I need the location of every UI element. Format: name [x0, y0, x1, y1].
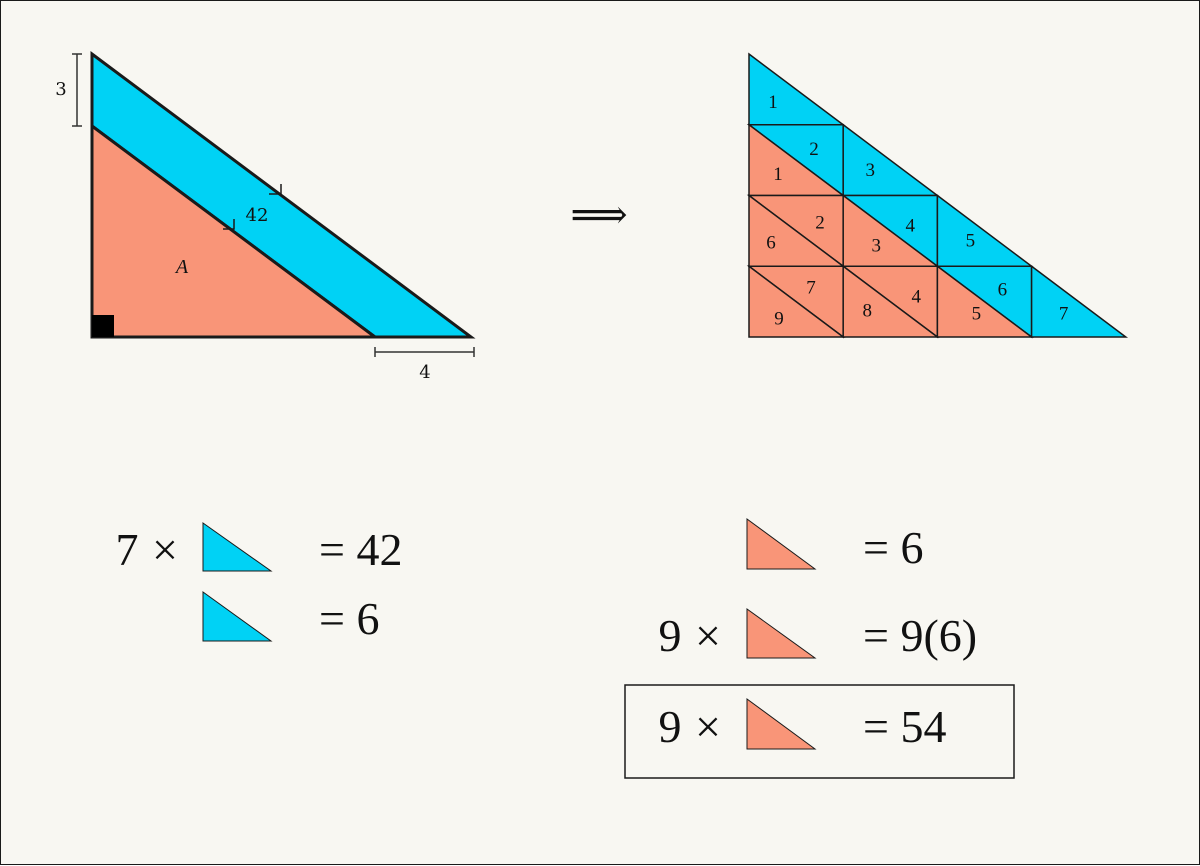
blue-eq2-rhs: = 6: [319, 593, 379, 644]
salmon-eq3-coefficient: 9: [659, 701, 682, 752]
salmon-eq2-times: ×: [695, 610, 721, 661]
strip-area-label: 42: [246, 205, 269, 226]
grid-blue-label-5: 5: [966, 231, 976, 252]
grid-blue-triangle-7: [1030, 264, 1129, 338]
salmon-eq3-rhs: = 54: [863, 701, 946, 752]
grid-blue-label-7: 7: [1059, 303, 1069, 324]
bottom-label-4: 4: [419, 362, 430, 383]
grid-salmon-label-3: 3: [871, 236, 881, 257]
grid-blue-label-6: 6: [998, 279, 1008, 300]
blue-eq2-triangle-icon: [202, 591, 273, 642]
dimension-3: [72, 53, 82, 127]
grid-salmon-triangle-5: [936, 264, 1034, 338]
parallel-mark-top: [269, 184, 282, 195]
grid-salmon-label-9: 9: [774, 308, 784, 329]
grid-salmon-label-5: 5: [972, 303, 982, 324]
grid-blue-triangle-1: [748, 52, 846, 126]
grid-salmon-label-4: 4: [911, 286, 921, 307]
grid-salmon-triangle-8: [842, 264, 940, 338]
grid-blue-label-3: 3: [865, 160, 875, 181]
salmon-eq2-coefficient: 9: [659, 610, 682, 661]
side-label-3: 3: [55, 79, 66, 100]
right-angle-marker: [92, 315, 114, 337]
salmon-triangle-a: [90, 123, 380, 339]
salmon-eq2-triangle-icon: [746, 608, 817, 659]
salmon-eq3-times: ×: [695, 701, 721, 752]
grid-triangles: [746, 52, 1129, 339]
grid-salmon-label-2: 2: [815, 213, 825, 234]
grid-blue-triangle-3: [842, 123, 940, 197]
salmon-equations: = 6 9 × = 9(6) 9 × = 54: [624, 518, 1015, 779]
dimension-4: [374, 347, 475, 357]
salmon-eq3-triangle-icon: [746, 698, 817, 750]
triangle-a-label: A: [174, 256, 189, 278]
left-figure: 3 4 42 A: [55, 51, 476, 383]
grid-blue-triangle-5: [936, 193, 1034, 267]
result-box: [624, 684, 1015, 779]
blue-eq1-triangle-icon: [202, 522, 273, 572]
blue-eq1-times: ×: [152, 524, 178, 575]
grid-blue-label-1: 1: [768, 92, 778, 113]
blue-eq1-coefficient: 7: [116, 524, 139, 575]
salmon-eq2-rhs: = 9(6): [863, 610, 977, 661]
grid-salmon-label-8: 8: [862, 300, 872, 321]
parallel-mark-bottom: [223, 219, 235, 230]
grid-blue-label-4: 4: [905, 216, 915, 237]
grid-salmon-label-6: 6: [766, 233, 776, 254]
salmon-eq1-triangle-icon: [746, 518, 817, 570]
implies-arrow: ⟹: [570, 192, 627, 238]
blue-equations: 7 × = 42 = 6: [116, 522, 402, 644]
grid-salmon-label-7: 7: [806, 277, 816, 298]
blue-eq1-rhs: = 42: [319, 524, 402, 575]
grid-salmon-label-1: 1: [773, 164, 783, 185]
grid-salmon-triangle-9: [748, 264, 846, 338]
salmon-eq1-rhs: = 6: [863, 522, 923, 573]
grid-blue-label-2: 2: [809, 139, 819, 160]
